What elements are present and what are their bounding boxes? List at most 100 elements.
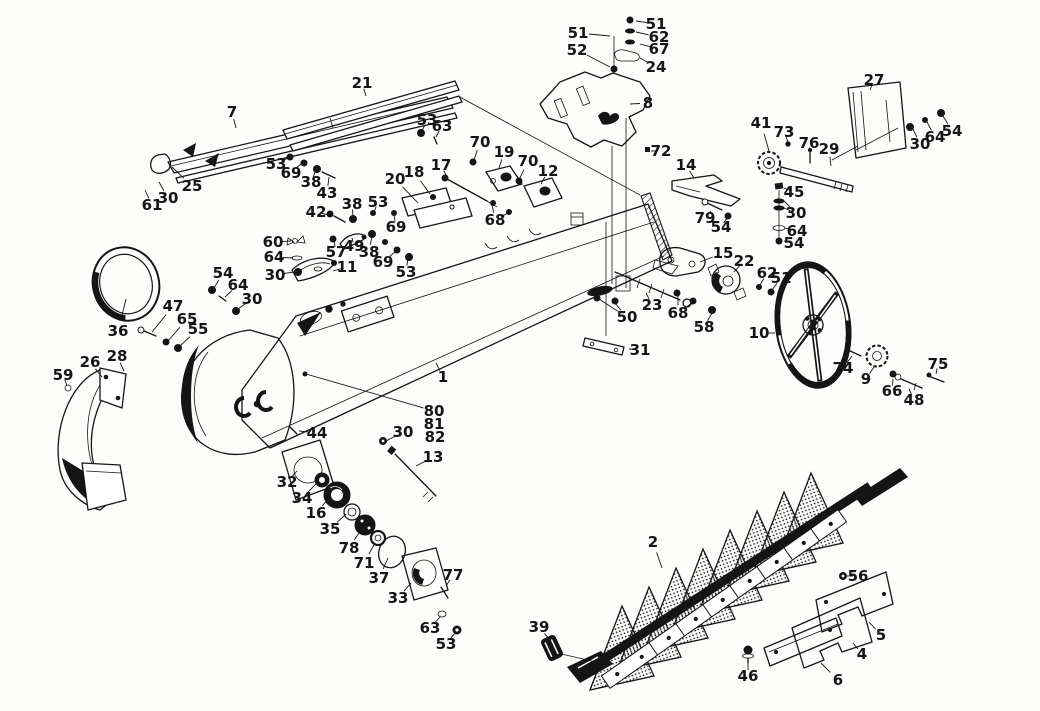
part-label-24: 24	[646, 58, 667, 76]
leader-line-11	[332, 268, 341, 272]
leader-line-51	[771, 283, 778, 291]
part-label-38: 38	[301, 173, 322, 191]
bolt-group-63-top	[417, 129, 438, 145]
part-label-6: 6	[833, 671, 843, 689]
leader-line-38	[369, 235, 373, 245]
leader-line-64	[926, 121, 932, 131]
bracket-18-20	[401, 187, 473, 229]
part-label-26: 26	[80, 353, 101, 371]
part-label-30: 30	[242, 290, 263, 308]
leader-line-25	[171, 166, 185, 179]
part-label-9: 9	[861, 370, 871, 388]
deflector-plate-27	[831, 81, 945, 161]
part-label-21: 21	[352, 74, 373, 92]
leader-lines	[64, 20, 949, 673]
leader-line-48	[908, 388, 913, 396]
part-label-61: 61	[142, 196, 163, 214]
drive-shaft-29	[779, 166, 854, 193]
knife-assembly-2	[552, 468, 908, 691]
leader-line-55	[178, 336, 191, 348]
leader-line-38	[312, 169, 317, 177]
part-label-52: 52	[567, 41, 588, 59]
part-label-8: 8	[643, 94, 653, 112]
part-label-51: 51	[646, 15, 667, 33]
sprocket-9-hardware	[847, 344, 945, 391]
part-label-77: 77	[443, 566, 464, 584]
part-label-30: 30	[910, 135, 931, 153]
leader-line-38	[351, 209, 354, 217]
part-label-25: 25	[182, 177, 203, 195]
part-label-64: 64	[228, 276, 249, 294]
leader-line-17	[443, 170, 448, 178]
leader-line-43	[327, 176, 330, 186]
leader-line-73	[785, 136, 789, 143]
part-label-47: 47	[163, 297, 184, 315]
leader-line-6	[820, 662, 831, 673]
wear-plate-4	[791, 597, 873, 669]
leader-line-9	[869, 366, 875, 374]
leader-line-54	[723, 217, 728, 224]
part-label-59: 59	[53, 366, 74, 384]
part-label-38: 38	[342, 195, 363, 213]
part-label-64: 64	[264, 248, 285, 266]
part-label-67: 67	[649, 40, 670, 58]
leader-line-63	[434, 616, 441, 624]
leader-line-49	[351, 237, 354, 243]
leader-line-62	[635, 31, 649, 36]
lifter-rod-23	[582, 222, 692, 356]
frame-edge-line	[457, 95, 641, 196]
part-label-30: 30	[786, 204, 807, 222]
part-label-17: 17	[431, 156, 452, 174]
leader-line-57	[333, 240, 336, 248]
leader-line-52	[586, 54, 611, 68]
part-label-54: 54	[711, 218, 732, 236]
part-label-7: 7	[227, 103, 237, 121]
lever-49-57	[329, 233, 367, 250]
leader-line-30	[158, 181, 165, 192]
leader-line-80	[305, 373, 424, 409]
part-label-75: 75	[928, 355, 949, 373]
part-label-80: 80	[424, 402, 445, 420]
part-label-23: 23	[642, 296, 663, 314]
part-label-74: 74	[833, 359, 854, 377]
part-label-78: 78	[339, 539, 360, 557]
part-label-5: 5	[876, 626, 886, 644]
part-label-42: 42	[306, 203, 327, 221]
part-label-63: 63	[432, 117, 453, 135]
leader-line-36	[120, 298, 127, 321]
leader-line-71	[368, 542, 376, 555]
part-label-18: 18	[404, 163, 425, 181]
leader-line-7	[233, 119, 237, 129]
leader-line-12	[540, 176, 546, 185]
part-label-71: 71	[354, 554, 375, 572]
part-label-16: 16	[306, 504, 327, 522]
leader-line-67	[639, 43, 651, 48]
part-label-1: 1	[438, 368, 448, 386]
part-label-63: 63	[420, 619, 441, 637]
leader-line-41	[763, 133, 770, 152]
part-label-54: 54	[942, 122, 963, 140]
leader-line-54	[942, 115, 949, 125]
part-label-65: 65	[177, 310, 198, 328]
leader-line-29	[829, 156, 832, 167]
leader-line-50	[613, 301, 622, 311]
part-label-70: 70	[470, 133, 491, 151]
leader-line-15	[699, 256, 713, 263]
part-label-69: 69	[281, 164, 302, 182]
leader-line-32	[291, 470, 298, 478]
leader-line-66	[892, 378, 894, 386]
leader-line-53	[421, 124, 426, 132]
part-label-20: 20	[385, 170, 406, 188]
leader-line-54	[213, 279, 220, 289]
leader-line-33	[403, 582, 412, 592]
part-label-27: 27	[864, 71, 885, 89]
part-label-19: 19	[494, 143, 515, 161]
leader-line-53	[449, 632, 456, 640]
part-label-30: 30	[265, 266, 286, 284]
leader-line-70	[518, 169, 525, 181]
leader-line-62	[759, 278, 765, 286]
leader-line-2	[656, 552, 663, 569]
cutter-bar-housing-1	[180, 203, 673, 456]
